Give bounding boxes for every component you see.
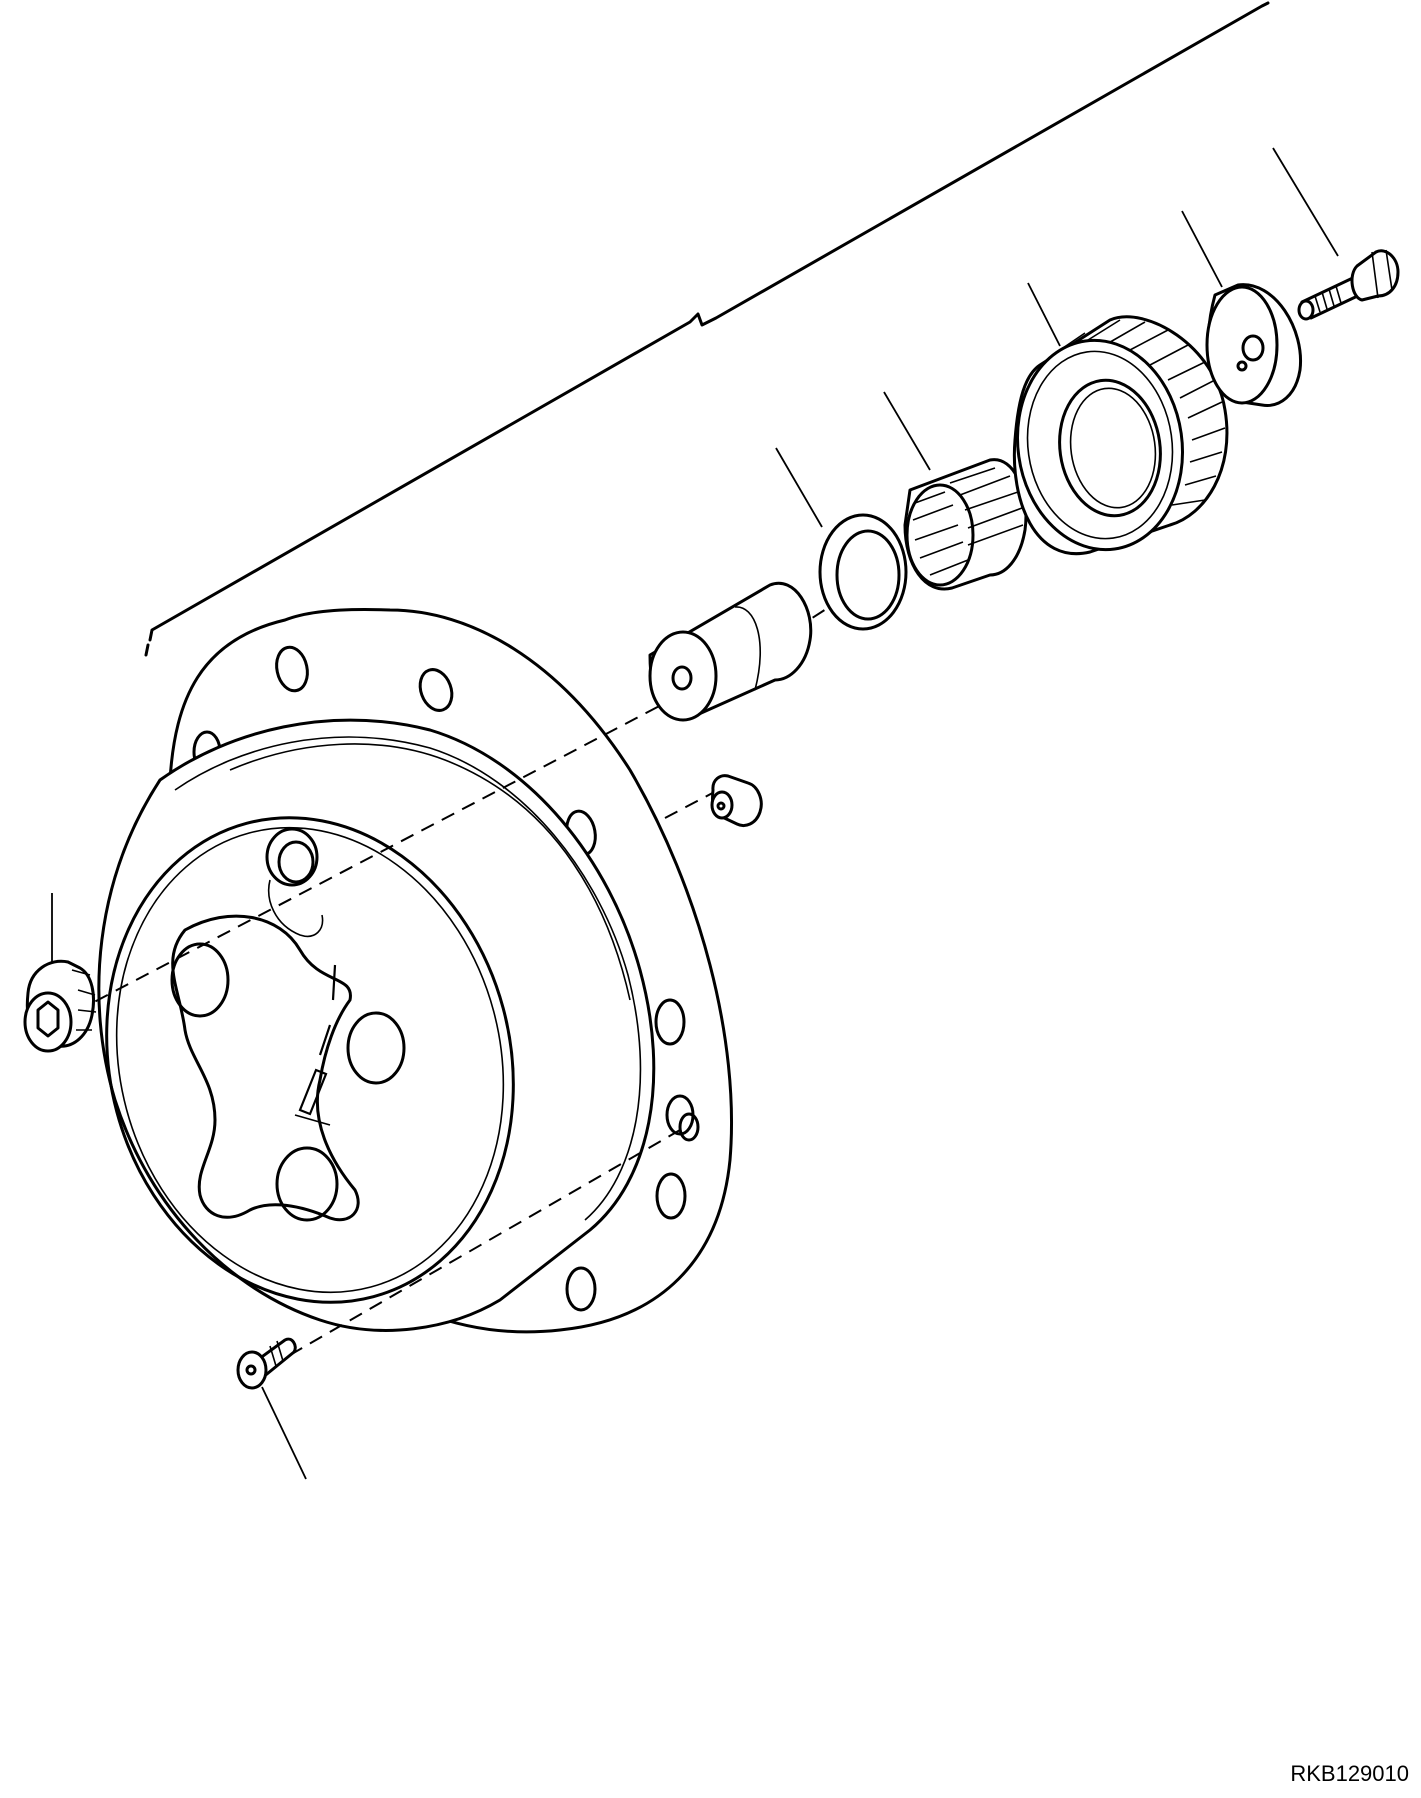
hub-housing: [97, 607, 734, 1334]
leader-line-thrust-washer: [775, 447, 823, 528]
hex-bolt: [1297, 249, 1400, 321]
planet-gear: [1012, 315, 1229, 556]
countersunk-screw: [236, 1337, 297, 1390]
needle-bearing: [903, 458, 1028, 591]
leader-line-planet-gear: [1027, 282, 1061, 347]
drawing-reference-number: RKB129010: [1290, 1761, 1409, 1786]
axle-outline: [144, 1, 1270, 657]
leader-line-retaining-plate: [1181, 210, 1223, 288]
leader-line-needle-bearing: [883, 391, 931, 471]
planet-pin: [648, 581, 813, 722]
thrust-washer: [818, 513, 908, 631]
drain-plug: [23, 959, 97, 1053]
leader-line-hex-bolt: [1272, 147, 1339, 257]
retaining-plate: [1205, 283, 1303, 407]
small-plug: [710, 774, 763, 827]
leader-line-countersunk-screw: [261, 1386, 307, 1480]
